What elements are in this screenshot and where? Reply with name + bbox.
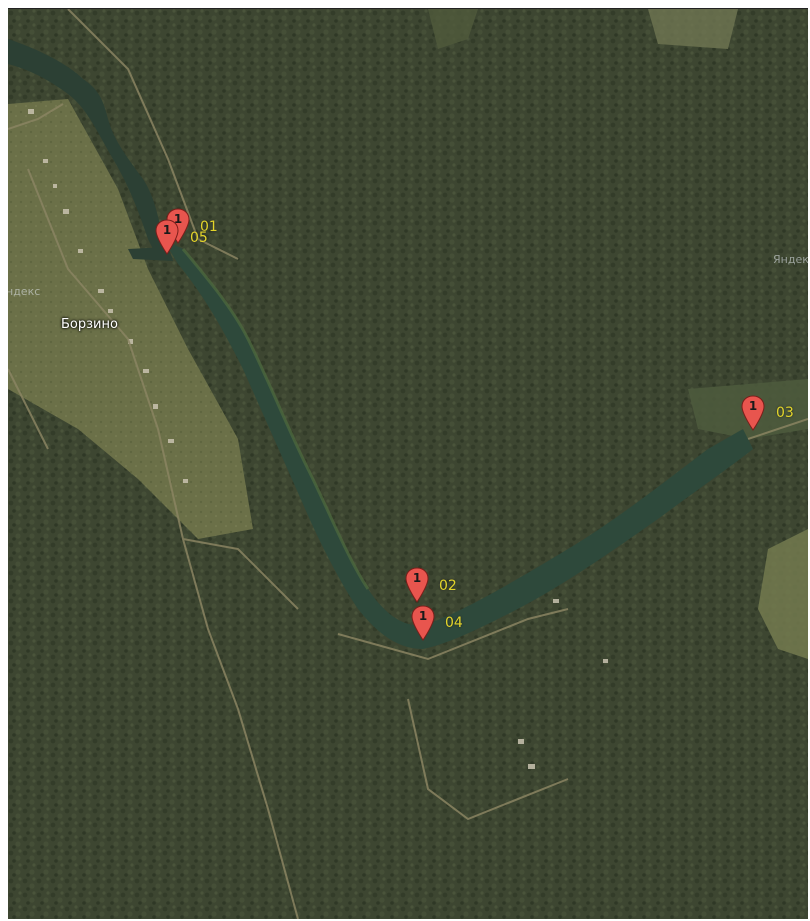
- map-pin-icon: [411, 605, 435, 641]
- map-marker-04[interactable]: 1: [411, 605, 435, 641]
- marker-label-05: 05: [190, 230, 208, 246]
- map-marker-01[interactable]: 1: [166, 208, 190, 244]
- marker-label-03: 03: [776, 405, 794, 421]
- marker-label-01: 01: [200, 219, 218, 235]
- marker-number: 1: [412, 571, 422, 585]
- field-right: [758, 529, 808, 659]
- map-pin-icon: [155, 219, 179, 255]
- village-houses: [28, 109, 608, 769]
- reservoir-shore: [181, 248, 370, 590]
- map-marker-03[interactable]: 1: [741, 395, 765, 431]
- watermark-left: ндекс: [8, 285, 41, 298]
- terrain-layer: [8, 9, 808, 919]
- inlet-left: [128, 247, 173, 261]
- marker-number: 1: [162, 223, 172, 237]
- watermark-right: Яндекс: [773, 253, 808, 266]
- field-top-left: [428, 9, 478, 49]
- map-pin-icon: [405, 567, 429, 603]
- map-marker-05[interactable]: 1: [155, 219, 179, 255]
- map-marker-02[interactable]: 1: [405, 567, 429, 603]
- place-label-borzino: Борзино: [61, 317, 118, 332]
- field-top: [648, 9, 738, 49]
- marker-number: 1: [418, 609, 428, 623]
- marker-number: 1: [748, 399, 758, 413]
- river-upper: [8, 39, 173, 259]
- roads: [8, 9, 808, 919]
- reservoir: [163, 239, 753, 649]
- map-pin-icon: [741, 395, 765, 431]
- marker-label-04: 04: [445, 615, 463, 631]
- village-fields: [8, 99, 253, 539]
- map-pin-icon: [166, 208, 190, 244]
- marker-label-02: 02: [439, 578, 457, 594]
- marker-number: 1: [173, 212, 183, 226]
- satellite-map[interactable]: Борзино ндекс Яндекс 1 01 1 05 1 03: [8, 8, 808, 919]
